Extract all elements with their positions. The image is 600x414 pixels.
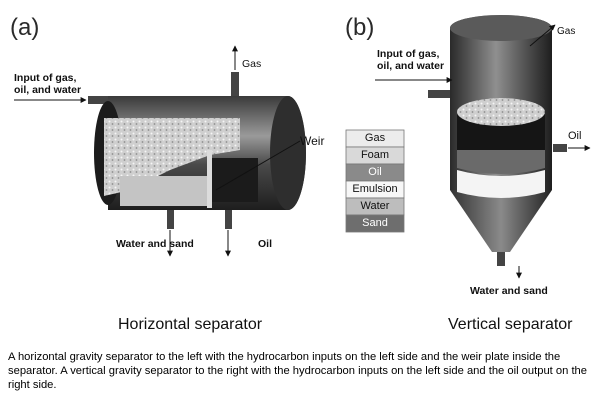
v-oil-band <box>457 150 545 174</box>
h-water-sand-label: Water and sand <box>116 238 194 250</box>
h-input-label: Input of gas, oil, and water <box>14 72 81 96</box>
panel-b-label: (b) <box>345 14 375 41</box>
v-emulsion-band <box>457 170 545 198</box>
vertical-separator-title: Vertical separator <box>448 316 573 333</box>
figure-caption: A horizontal gravity separator to the le… <box>8 351 587 391</box>
h-weir-label: Weir <box>300 134 325 148</box>
v-oil-outlet-pipe <box>553 144 567 152</box>
h-input-label-line-1: Input of gas, <box>14 72 77 84</box>
vertical-separator <box>428 15 567 266</box>
layer-label-gas: Gas <box>364 132 386 144</box>
h-oil-outlet-pipe <box>225 207 232 229</box>
v-foam-surface <box>457 98 545 126</box>
v-oil-label: Oil <box>568 130 582 142</box>
layer-label-emulsion: Emulsion <box>352 183 398 195</box>
v-vessel-cone <box>450 190 552 252</box>
h-input-label-line-2: oil, and water <box>14 84 82 96</box>
h-water-outlet-pipe <box>167 207 174 229</box>
v-water-outlet-pipe <box>497 252 505 266</box>
h-weir-plate <box>207 150 212 208</box>
v-water-sand-label: Water and sand <box>470 285 548 297</box>
h-gas-outlet-pipe <box>231 72 239 98</box>
panel-a-label: (a) <box>10 14 40 41</box>
horizontal-separator-title: Horizontal separator <box>118 316 263 333</box>
h-gas-label: Gas <box>242 58 262 70</box>
h-liquid-layer <box>120 176 210 206</box>
layer-legend <box>345 129 405 233</box>
v-input-label: Input of gas, oil, and water <box>377 48 444 72</box>
h-weir-leader <box>215 140 301 191</box>
layer-label-sand: Sand <box>362 217 388 229</box>
layer-label-water: Water <box>360 200 390 212</box>
horizontal-separator <box>88 72 306 229</box>
v-gas-arrow <box>529 24 556 47</box>
layer-label-foam: Foam <box>360 149 390 161</box>
h-oil-label: Oil <box>258 238 273 250</box>
h-inlet-pipe <box>88 96 108 104</box>
h-vessel-end-cap <box>270 96 306 210</box>
legend-swatch-sand <box>345 214 405 233</box>
v-input-label-line-1: Input of gas, <box>377 48 440 60</box>
layer-label-oil: Oil <box>368 166 382 178</box>
v-vessel-top <box>450 15 552 41</box>
v-gas-label: Gas <box>557 26 576 37</box>
v-inlet-pipe <box>428 90 450 98</box>
v-input-label-line-2: oil, and water <box>377 60 445 72</box>
